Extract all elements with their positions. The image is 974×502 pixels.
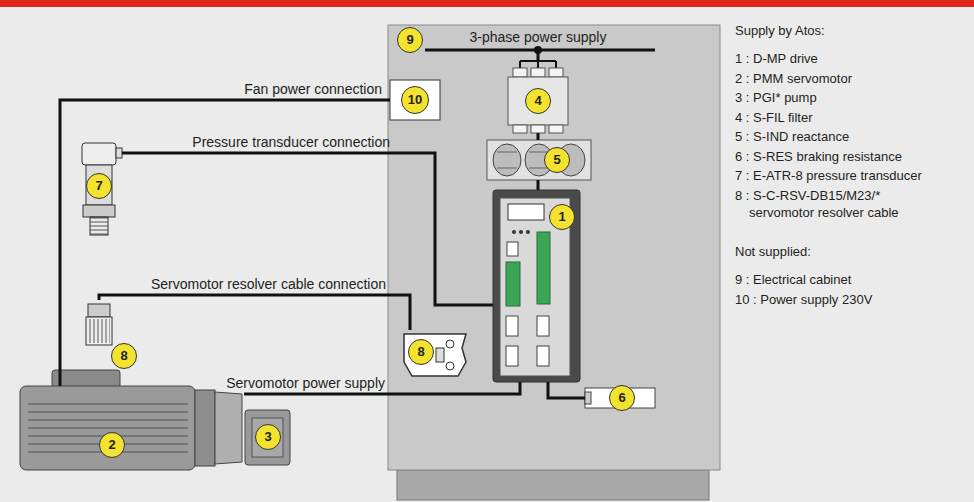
- part-list-item: 8 : S-C-RSV-DB15/M23/* servomotor resolv…: [735, 187, 935, 221]
- callout-number: 3: [255, 424, 281, 450]
- part-list-item: 9 : Electrical cabinet: [735, 271, 851, 288]
- part-list-item: 6 : S-RES braking resistance: [735, 148, 902, 165]
- wire-connector: [548, 382, 585, 398]
- resistor-box: 6: [585, 386, 655, 410]
- top-bar: [0, 0, 974, 7]
- part-list-item: 5 : S-IND reactance: [735, 128, 849, 145]
- part-list-item: 3 : PGI* pump: [735, 89, 817, 106]
- pressure-transducer: [82, 143, 122, 235]
- callout-number: 2: [99, 432, 125, 458]
- callout-number: 6: [609, 385, 635, 411]
- part-list-item: 4 : S-FIL filter: [735, 109, 813, 126]
- part-list-item: 2 : PMM servomotor: [735, 70, 852, 87]
- electrical-cabinet: 9 4 10 5 1 8 6: [388, 25, 720, 470]
- wire-connector: [99, 295, 410, 330]
- legend-heading: Not supplied:: [735, 243, 811, 260]
- connection-label: Servomotor resolver cable connection: [151, 276, 386, 292]
- part-list-item: 1 : D-MP drive: [735, 50, 818, 67]
- wire-connector: [538, 133, 539, 140]
- plug-box: 8: [84, 300, 137, 369]
- pump-box: 3: [245, 408, 291, 467]
- callout-number: 9: [397, 27, 423, 53]
- bus-label: 3-phase power supply: [470, 29, 607, 45]
- servomotor-box: 2: [18, 386, 244, 472]
- cabinet-body: [388, 25, 720, 470]
- cabinet-base: [397, 470, 709, 500]
- servomotor: [20, 370, 242, 470]
- callout-number: 5: [544, 147, 570, 173]
- resolver-plug: [86, 304, 112, 345]
- callout-number: 8: [408, 339, 434, 365]
- pump: [245, 410, 290, 465]
- callout-number: 8: [111, 343, 137, 369]
- part-list-item: 10 : Power supply 230V: [735, 291, 872, 308]
- legend-heading: Supply by Atos:: [735, 22, 825, 39]
- connection-label: Fan power connection: [244, 81, 382, 97]
- power-supply-box: 10: [390, 80, 440, 120]
- connection-label: Servomotor power supply: [226, 375, 385, 391]
- filter-symbol: [508, 68, 568, 133]
- callout-number: 1: [549, 204, 575, 230]
- transducer-box: 7: [76, 143, 122, 236]
- power-bus: [425, 46, 655, 68]
- connector-box: 8: [400, 330, 470, 378]
- callout-number: 4: [525, 88, 551, 114]
- drive-box: 1: [493, 190, 580, 382]
- part-list-item: 7 : E-ATR-8 pressure transducer: [735, 167, 922, 184]
- drive-unit: [493, 190, 580, 382]
- power-supply-box: [390, 80, 440, 120]
- db15-connector: [404, 334, 466, 376]
- reactance-symbol: [487, 140, 591, 180]
- wire-connector: [122, 153, 493, 305]
- connection-label: Pressure transducer connection: [192, 134, 390, 150]
- wire-connector: [538, 180, 539, 190]
- callout-number: 7: [86, 173, 112, 199]
- reactance-box: 5: [487, 140, 591, 180]
- wire-connector: [60, 100, 390, 386]
- filter-box: 4: [508, 68, 568, 133]
- callout-number: 10: [401, 86, 429, 114]
